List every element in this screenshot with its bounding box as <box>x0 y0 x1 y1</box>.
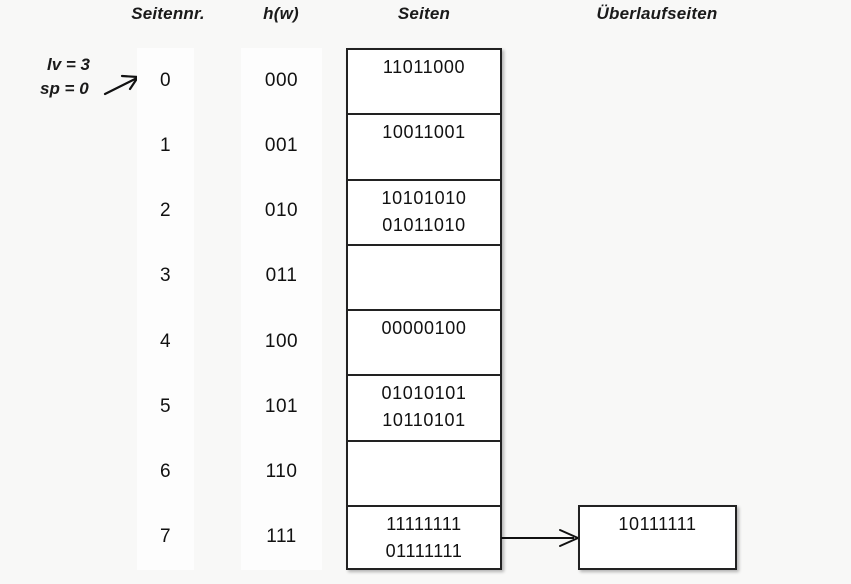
column-header-ueberlaufseiten: Überlaufseiten <box>596 4 718 23</box>
page-record: 01010101 <box>381 383 467 404</box>
page-row <box>348 246 500 311</box>
hw-cell: 111 <box>266 526 297 548</box>
hw-cell: 100 <box>264 330 299 352</box>
page-record: 10101010 <box>381 187 467 208</box>
page-record: 10110101 <box>382 410 466 431</box>
page-row: 10011001 <box>348 115 500 181</box>
page-row <box>348 442 500 507</box>
column-header-hw: h(w) <box>263 4 299 23</box>
pages-box: 11011000 10011001 10101010 01011010 00000100… <box>346 48 502 570</box>
seitennr-cell: 6 <box>159 461 172 483</box>
page-row: 11111111 01111111 <box>348 507 500 572</box>
hw-cell: 001 <box>264 134 299 156</box>
seitennr-cell: 4 <box>159 330 172 352</box>
hw-cell: 011 <box>265 265 298 287</box>
annotation-sp: sp = 0 <box>40 79 89 98</box>
band-seitennr <box>137 48 194 570</box>
seitennr-cell: 3 <box>159 265 172 287</box>
column-header-seitennr: Seitennr. <box>131 4 205 23</box>
seitennr-cell: 7 <box>159 526 172 548</box>
hw-cell: 101 <box>264 395 299 417</box>
page-row: 10101010 01011010 <box>348 181 500 246</box>
hw-cell: 000 <box>264 69 299 91</box>
overflow-page-box: 10111111 <box>578 505 737 570</box>
seitennr-cell: 1 <box>159 134 172 156</box>
page-record: 00000100 <box>381 318 467 338</box>
seitennr-cell: 5 <box>159 395 172 417</box>
overflow-record: 10111111 <box>618 514 697 534</box>
page-row: 11011000 <box>348 50 500 116</box>
page-record: 10011001 <box>382 122 466 143</box>
annotation-lv: lv = 3 <box>47 55 91 74</box>
seitennr-cell: 0 <box>159 69 172 91</box>
seitennr-cell: 2 <box>159 200 172 222</box>
hw-cell: 110 <box>265 461 298 483</box>
band-hw <box>241 48 322 570</box>
hw-cell: 010 <box>264 200 299 222</box>
column-header-seiten: Seiten <box>397 4 451 23</box>
page-record: 01111111 <box>385 540 463 561</box>
page-record: 11011000 <box>382 57 466 77</box>
page-record: 11111111 <box>386 513 462 534</box>
page-row: 00000100 <box>348 311 500 377</box>
page-row: 01010101 10110101 <box>348 376 500 442</box>
arrow-right-icon <box>501 529 579 547</box>
page-record: 01011010 <box>382 214 466 235</box>
